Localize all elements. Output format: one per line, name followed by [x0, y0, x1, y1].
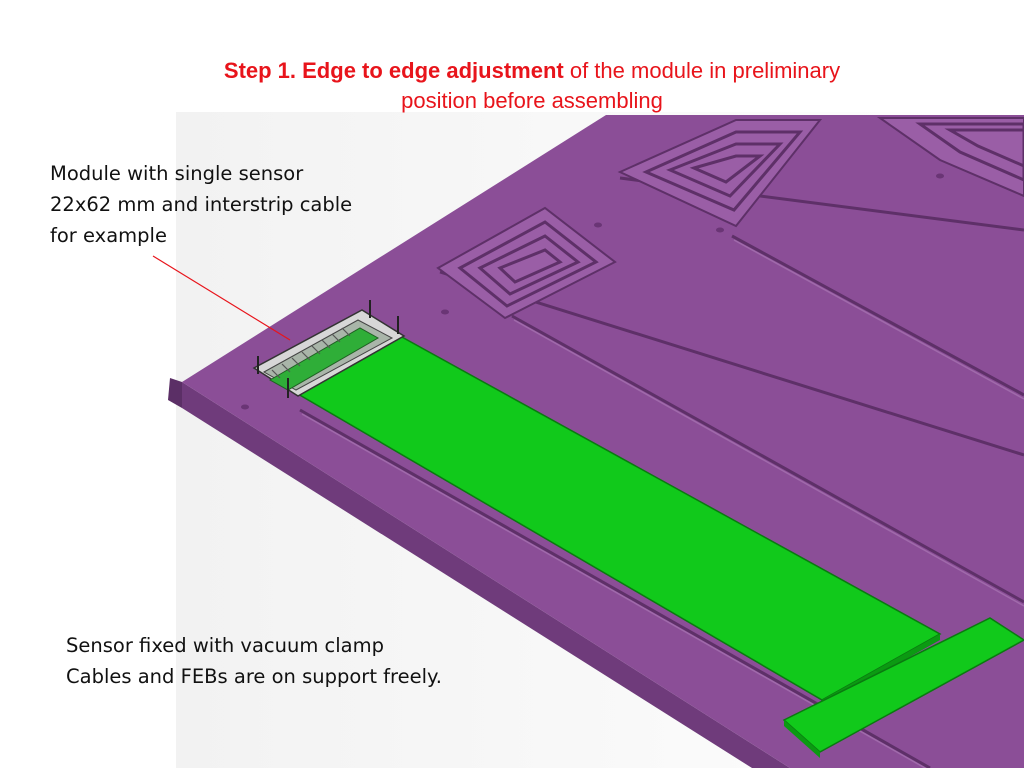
sensor-annotation-line: Cables and FEBs are on support freely.: [66, 665, 442, 688]
feb-board: [782, 617, 1024, 753]
title-rest-line1: of the module in preliminary: [563, 58, 841, 83]
feb-board-edge: [784, 720, 820, 758]
leader-line: [152, 255, 291, 341]
vacuum-pad-middle: [436, 206, 617, 320]
module-annotation-line: for example: [50, 224, 167, 247]
support-plate-side-shade: [168, 378, 182, 408]
vacuum-pad-right: [876, 117, 1024, 198]
alignment-holes: [241, 173, 944, 410]
slide-title: Step 1. Edge to edge adjustment of the m…: [90, 56, 974, 116]
module-annotation-line: Module with single sensor: [50, 162, 304, 185]
sensor-annotation-line: Sensor fixed with vacuum clamp: [66, 634, 384, 657]
module-annotation-line: 22x62 mm and interstrip cable: [50, 193, 353, 216]
vacuum-pad-top: [617, 119, 823, 228]
module-annotation: Module with single sensor 22x62 mm and i…: [50, 158, 352, 251]
title-rest-line2: position before assembling: [401, 88, 663, 113]
sensor-annotation: Sensor fixed with vacuum clamp Cables an…: [66, 630, 442, 692]
sensor-module: [252, 300, 406, 398]
title-bold: Step 1. Edge to edge adjustment: [223, 58, 564, 83]
